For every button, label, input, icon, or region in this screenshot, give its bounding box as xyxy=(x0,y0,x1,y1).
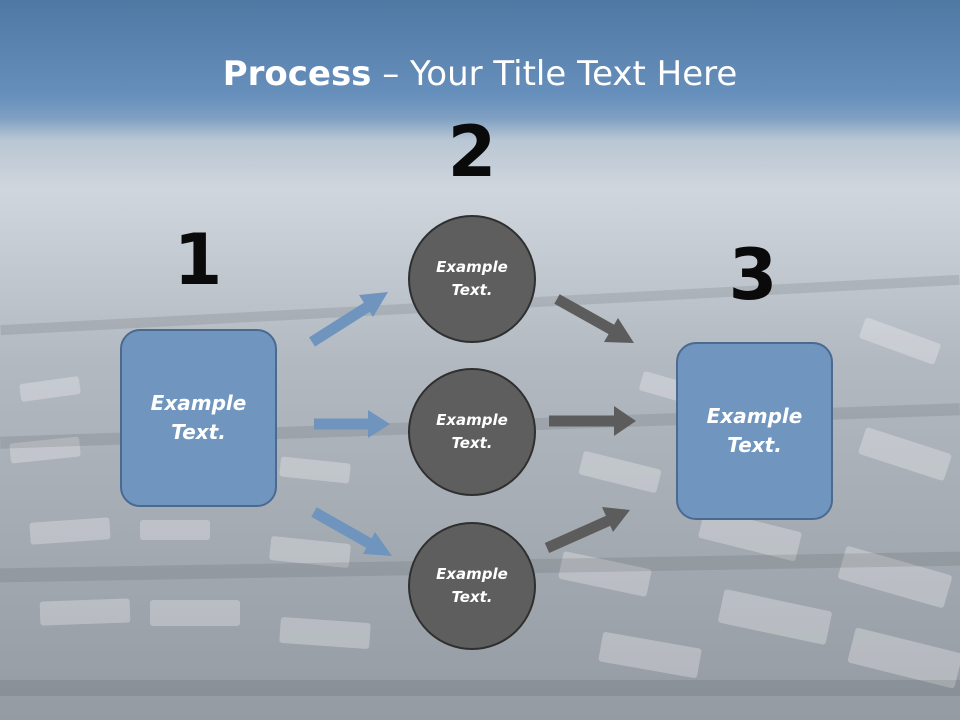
slide-title: Process – Your Title Text Here xyxy=(0,52,960,96)
arrow-circle-1-to-output xyxy=(554,294,634,343)
step-number-1: 1 xyxy=(173,219,223,301)
circle-1: Example Text. xyxy=(408,215,536,343)
circle-3: Example Text. xyxy=(408,522,536,650)
output-box: Example Text. xyxy=(676,342,833,520)
title-rest: – Your Title Text Here xyxy=(371,54,738,94)
circle-2: Example Text. xyxy=(408,368,536,496)
step-number-2: 2 xyxy=(447,111,497,193)
output-box-label: Example Text. xyxy=(706,404,803,457)
circle-1-label: Example Text. xyxy=(436,258,508,299)
circle-2-label: Example Text. xyxy=(436,411,508,452)
circle-3-label: Example Text. xyxy=(436,565,508,606)
arrow-input-to-circle-1 xyxy=(309,292,388,347)
arrow-input-to-circle-3 xyxy=(311,507,392,556)
arrow-circle-3-to-output xyxy=(544,507,630,554)
arrow-circle-2-to-output xyxy=(549,406,636,436)
input-box: Example Text. xyxy=(120,329,277,507)
step-number-3: 3 xyxy=(728,234,778,316)
title-strong: Process xyxy=(222,54,372,94)
arrow-input-to-circle-2 xyxy=(314,410,390,438)
input-box-label: Example Text. xyxy=(150,391,247,444)
